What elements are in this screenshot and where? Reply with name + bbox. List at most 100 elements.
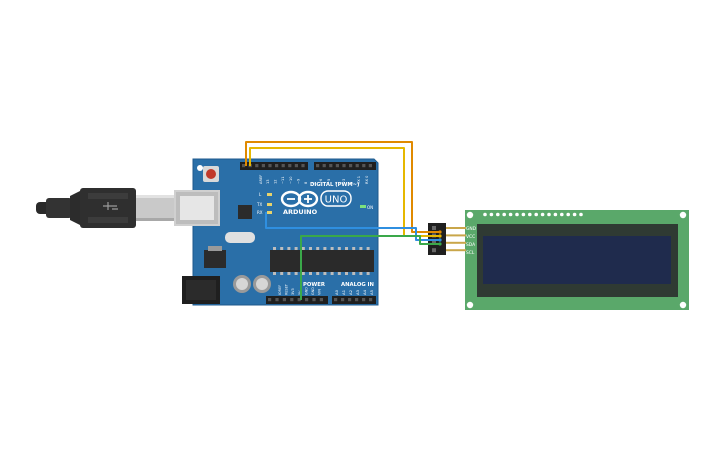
header-pin[interactable] xyxy=(316,164,320,168)
header-pin[interactable] xyxy=(255,164,259,168)
analog-pin-label: A1 xyxy=(341,289,346,295)
lcd-top-pin xyxy=(489,212,494,217)
chip-pin xyxy=(323,272,327,275)
chip-pin xyxy=(294,272,298,275)
header-pin[interactable] xyxy=(281,164,285,168)
lcd-top-pin xyxy=(515,212,519,217)
arduino-uno-board[interactable]: ARDUINO UNO L TX RX ON DIGITAL (PWM~) AR… xyxy=(174,158,379,306)
chip-pin xyxy=(273,272,276,275)
chip-pin xyxy=(316,247,320,250)
header-pin[interactable] xyxy=(301,164,305,168)
header-pin[interactable] xyxy=(368,164,372,168)
digital-pin-number: ~9 xyxy=(296,178,300,184)
digital-header[interactable] xyxy=(240,162,376,170)
header-pin[interactable] xyxy=(305,298,309,302)
lcd-top-pin xyxy=(540,212,545,217)
analog-pin-label: A0 xyxy=(334,289,339,295)
chip-pin xyxy=(337,247,341,250)
power-pin-label: IOREF xyxy=(278,285,282,295)
header-pin[interactable] xyxy=(268,298,272,302)
digital-pin-number: ~11 xyxy=(281,176,285,184)
header-pin[interactable] xyxy=(362,164,366,168)
header-pin[interactable] xyxy=(369,298,373,302)
header-pin[interactable] xyxy=(275,164,279,168)
digital-pin-number: ~3 xyxy=(342,179,346,184)
lcd-top-pin xyxy=(502,212,507,217)
chip-pin xyxy=(330,272,334,275)
analog-in-label: ANALOG IN xyxy=(341,282,374,288)
connector-pin xyxy=(432,248,436,253)
lcd-top-pin xyxy=(553,212,558,217)
chip-pin xyxy=(287,247,291,250)
atmega-chip xyxy=(270,250,374,272)
header-pin[interactable] xyxy=(335,164,339,168)
digital-pin-number: 4 xyxy=(334,181,338,184)
header-pin[interactable] xyxy=(322,164,326,168)
header-pin[interactable] xyxy=(290,298,294,302)
led-label-rx: RX xyxy=(257,210,263,215)
lcd-top-pin xyxy=(566,212,570,217)
power-header[interactable] xyxy=(266,296,328,304)
header-pin[interactable] xyxy=(242,164,246,168)
chip-pin xyxy=(352,247,356,250)
analog-header[interactable] xyxy=(332,296,376,304)
lcd-pin-scl: SCL xyxy=(466,250,475,256)
chip-pin xyxy=(345,247,348,250)
chip-pin xyxy=(309,272,312,275)
header-pin[interactable] xyxy=(275,298,279,302)
chip-pin xyxy=(366,247,370,250)
capacitor xyxy=(233,275,251,293)
chip-pin xyxy=(337,272,341,275)
connector-pin xyxy=(432,226,436,230)
header-pin[interactable] xyxy=(334,298,338,302)
header-pin[interactable] xyxy=(312,298,316,302)
lcd-top-pin xyxy=(547,212,551,217)
digital-pin-number: RX 0 xyxy=(365,175,369,184)
header-pin[interactable] xyxy=(297,298,301,302)
header-pin[interactable] xyxy=(355,164,359,168)
mount-hole xyxy=(679,211,687,219)
arduino-brand-label: ARDUINO xyxy=(283,208,318,216)
header-pin[interactable] xyxy=(294,164,298,168)
header-pin[interactable] xyxy=(288,164,292,168)
power-pin-label: 5V xyxy=(298,290,302,295)
header-pin[interactable] xyxy=(342,164,346,168)
wire-scl-green[interactable] xyxy=(300,235,440,300)
header-pin[interactable] xyxy=(341,298,345,302)
chip-pin xyxy=(294,247,298,250)
header-pin[interactable] xyxy=(362,298,366,302)
lcd-pin-labels: GND VCC SDA SCL xyxy=(466,226,477,256)
header-pin[interactable] xyxy=(268,164,272,168)
header-pin[interactable] xyxy=(282,298,286,302)
lcd-top-pin xyxy=(521,212,526,217)
lcd-top-pin xyxy=(572,212,577,217)
usb-cable[interactable] xyxy=(36,188,174,228)
header-pin[interactable] xyxy=(319,298,323,302)
wires xyxy=(245,141,442,300)
lcd-i2c-module[interactable]: GND VCC SDA SCL xyxy=(465,210,689,310)
chip-pin xyxy=(301,272,305,275)
mount-hole xyxy=(197,165,203,171)
chip-pin xyxy=(316,272,320,275)
uno-label: UNO xyxy=(325,195,348,206)
lcd-top-pin xyxy=(528,212,532,217)
lcd-top-pin xyxy=(483,212,487,217)
led-label-l: L xyxy=(259,192,262,197)
header-pin[interactable] xyxy=(261,164,265,168)
wire-sda-blue[interactable] xyxy=(265,212,440,241)
header-pin[interactable] xyxy=(349,164,353,168)
header-pin[interactable] xyxy=(329,164,333,168)
digital-pin-number: 8 xyxy=(304,181,308,184)
lcd-pin-gnd: GND xyxy=(466,226,477,232)
header-pin[interactable] xyxy=(348,298,352,302)
header-pin[interactable] xyxy=(355,298,359,302)
power-pin-label: GND xyxy=(304,287,308,295)
analog-pin-label: A2 xyxy=(348,289,353,295)
chip-pin xyxy=(359,247,363,250)
chip-pin xyxy=(273,247,276,250)
wire-gnd-orange[interactable] xyxy=(245,141,440,233)
